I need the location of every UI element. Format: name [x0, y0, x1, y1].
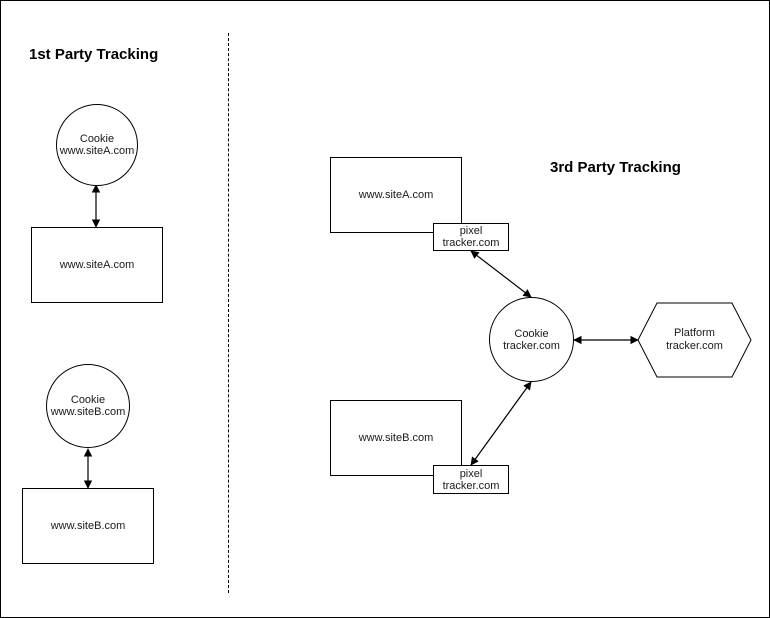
cookie-domain: tracker.com	[503, 339, 560, 352]
first-party-cookie-site-b: Cookie www.siteB.com	[46, 364, 130, 448]
platform-domain: tracker.com	[666, 340, 723, 352]
third-party-site-a-box: www.siteA.com	[330, 157, 462, 233]
pixel-label: pixel	[459, 225, 483, 237]
first-party-cookie-site-a: Cookie www.siteA.com	[56, 104, 138, 186]
cookie-domain: www.siteA.com	[59, 145, 135, 157]
connector-pixel-b-cookie	[470, 381, 532, 466]
third-party-cookie-tracker: Cookie tracker.com	[489, 297, 574, 382]
site-label: www.siteA.com	[59, 258, 135, 271]
first-party-site-a-box: www.siteA.com	[31, 227, 163, 303]
platform-tracker-node: Platform tracker.com	[638, 303, 751, 377]
first-party-heading: 1st Party Tracking	[29, 46, 159, 63]
cookie-label: Cookie	[514, 327, 549, 340]
site-label: www.siteA.com	[358, 188, 434, 201]
section-divider	[228, 33, 229, 593]
platform-label: Platform	[674, 327, 715, 339]
cookie-domain: www.siteB.com	[50, 406, 126, 418]
pixel-label: pixel	[459, 467, 483, 480]
pixel-domain: tracker.com	[442, 237, 500, 249]
site-label: www.siteB.com	[50, 519, 126, 532]
cookie-label: Cookie	[79, 133, 115, 145]
platform-hexagon-shape	[637, 302, 752, 378]
third-party-site-b-box: www.siteB.com	[330, 400, 462, 476]
pixel-tracker-site-a: pixel tracker.com	[433, 223, 509, 251]
cookie-label: Cookie	[70, 394, 106, 406]
third-party-heading: 3rd Party Tracking	[550, 159, 681, 176]
pixel-domain: tracker.com	[442, 479, 500, 492]
first-party-site-b-box: www.siteB.com	[22, 488, 154, 564]
site-label: www.siteB.com	[358, 431, 434, 444]
pixel-tracker-site-b: pixel tracker.com	[433, 465, 509, 494]
connector-pixel-a-cookie	[470, 250, 532, 298]
